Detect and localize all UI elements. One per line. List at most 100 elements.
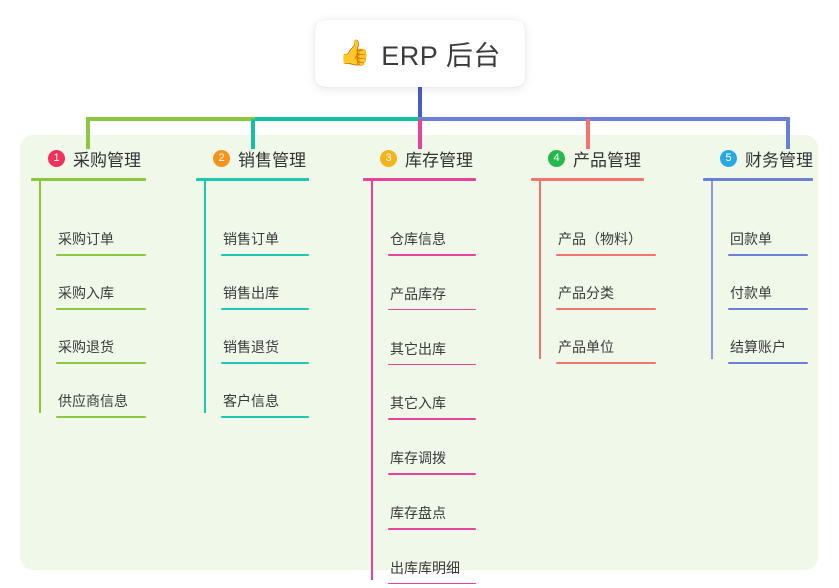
branches-panel [20, 135, 818, 570]
leaf-label: 产品库存 [390, 285, 446, 302]
branch-items-3: 仓库信息产品库存其它出库其它入库库存调拨库存盘点出库库明细 [363, 181, 476, 585]
leaf-underline [388, 254, 476, 256]
leaf-item[interactable]: 客户信息 [221, 391, 309, 418]
leaf-item[interactable]: 出库库明细 [388, 558, 476, 585]
branch-badge-5: 5 [720, 150, 737, 167]
branch-underline-4 [531, 178, 644, 181]
root-node[interactable]: 👍 ERP 后台 [315, 20, 525, 87]
branch-title-4: 产品管理 [573, 151, 641, 170]
leaf-underline [728, 308, 808, 310]
leaf-label: 其它入库 [390, 395, 446, 412]
leaf-label: 回款单 [730, 231, 772, 247]
leaf-underline [221, 362, 309, 364]
branch-header-1[interactable]: 1 采购管理 [31, 146, 146, 171]
branch-column-3: 3 库存管理仓库信息产品库存其它出库其它入库库存调拨库存盘点出库库明细 [363, 146, 476, 585]
leaf-label: 销售退货 [223, 339, 279, 355]
leaf-label: 采购订单 [58, 231, 114, 247]
leaf-label: 采购退货 [58, 339, 114, 355]
branch-column-5: 5 财务管理回款单付款单结算账户 [703, 146, 813, 364]
branch-column-2: 2 销售管理销售订单销售出库销售退货客户信息 [196, 146, 309, 418]
leaf-underline [221, 416, 309, 418]
branch-badge-4: 4 [548, 150, 565, 167]
leaf-underline [56, 308, 146, 310]
leaf-label: 出库库明细 [390, 559, 460, 576]
branch-title-3: 库存管理 [405, 151, 473, 170]
branch-title-1: 采购管理 [73, 151, 141, 170]
leaf-underline [728, 254, 808, 256]
leaf-item[interactable]: 仓库信息 [388, 229, 476, 256]
branch-title-2: 销售管理 [238, 151, 306, 170]
leaf-item[interactable]: 产品库存 [388, 284, 476, 311]
branch-header-3[interactable]: 3 库存管理 [363, 146, 476, 171]
leaf-label: 销售出库 [223, 285, 279, 301]
leaf-label: 库存盘点 [390, 505, 446, 521]
leaf-item[interactable]: 回款单 [728, 229, 808, 256]
leaf-item[interactable]: 销售订单 [221, 229, 309, 256]
branch-items-5: 回款单付款单结算账户 [703, 181, 813, 364]
leaf-item[interactable]: 其它出库 [388, 339, 476, 366]
leaf-label: 销售订单 [223, 231, 279, 247]
leaf-item[interactable]: 产品（物料） [556, 229, 656, 256]
branch-column-4: 4 产品管理产品（物料） 产品分类产品单位 [531, 146, 656, 364]
branch-header-4[interactable]: 4 产品管理 [531, 146, 644, 171]
branch-underline-1 [31, 178, 146, 181]
leaf-underline [388, 308, 476, 311]
branch-items-2: 销售订单销售出库销售退货客户信息 [196, 181, 309, 418]
branch-items-4: 产品（物料） 产品分类产品单位 [531, 181, 656, 364]
leaf-underline [56, 254, 146, 256]
branch-spine-5 [711, 181, 713, 359]
leaf-underline [556, 254, 656, 256]
branch-column-1: 1 采购管理采购订单采购入库采购退货供应商信息 [31, 146, 146, 418]
leaf-item[interactable]: 产品单位 [556, 337, 656, 364]
leaf-underline [388, 473, 476, 475]
leaf-label: 客户信息 [223, 393, 279, 409]
leaf-underline [388, 582, 476, 585]
leaf-label: 采购入库 [58, 285, 114, 301]
leaf-item[interactable]: 结算账户 [728, 337, 808, 364]
branch-header-5[interactable]: 5 财务管理 [703, 146, 813, 171]
branch-spine-2 [204, 181, 206, 413]
branch-items-1: 采购订单采购入库采购退货供应商信息 [31, 181, 146, 418]
leaf-item[interactable]: 销售退货 [221, 337, 309, 364]
leaf-underline [388, 418, 476, 420]
branch-title-5: 财务管理 [745, 151, 813, 170]
root-title: ERP 后台 [381, 41, 501, 71]
leaf-item[interactable]: 采购入库 [56, 283, 146, 310]
branch-spine-4 [539, 181, 541, 359]
leaf-underline [221, 308, 309, 310]
leaf-label: 其它出库 [390, 340, 446, 357]
leaf-label: 产品单位 [558, 339, 614, 355]
leaf-item[interactable]: 供应商信息 [56, 391, 146, 418]
leaf-item[interactable]: 产品分类 [556, 283, 656, 310]
leaf-label: 付款单 [730, 285, 772, 301]
branch-badge-3: 3 [380, 150, 397, 167]
leaf-item[interactable]: 采购订单 [56, 229, 146, 256]
leaf-item[interactable]: 销售出库 [221, 283, 309, 310]
thumbs-up-icon: 👍 [339, 39, 371, 67]
leaf-underline [56, 362, 146, 364]
leaf-item[interactable]: 采购退货 [56, 337, 146, 364]
branch-underline-3 [363, 178, 476, 181]
branch-underline-2 [196, 178, 309, 181]
branch-header-2[interactable]: 2 销售管理 [196, 146, 309, 171]
branch-spine-1 [39, 181, 41, 413]
leaf-item[interactable]: 库存盘点 [388, 503, 476, 530]
leaf-item[interactable]: 库存调拨 [388, 448, 476, 475]
leaf-item[interactable]: 付款单 [728, 283, 808, 310]
leaf-label: 结算账户 [730, 339, 786, 355]
leaf-label: 库存调拨 [390, 450, 446, 467]
leaf-underline [221, 254, 309, 256]
leaf-item[interactable]: 其它入库 [388, 393, 476, 420]
leaf-label: 产品分类 [558, 285, 614, 301]
leaf-underline [556, 308, 656, 310]
leaf-label: 仓库信息 [390, 231, 446, 247]
branch-spine-3 [371, 181, 373, 580]
branch-underline-5 [703, 178, 813, 181]
leaf-underline [388, 528, 476, 530]
leaf-underline [728, 362, 808, 364]
branch-badge-2: 2 [213, 150, 230, 167]
leaf-underline [388, 363, 476, 366]
branch-badge-1: 1 [48, 150, 65, 167]
leaf-underline [556, 362, 656, 364]
